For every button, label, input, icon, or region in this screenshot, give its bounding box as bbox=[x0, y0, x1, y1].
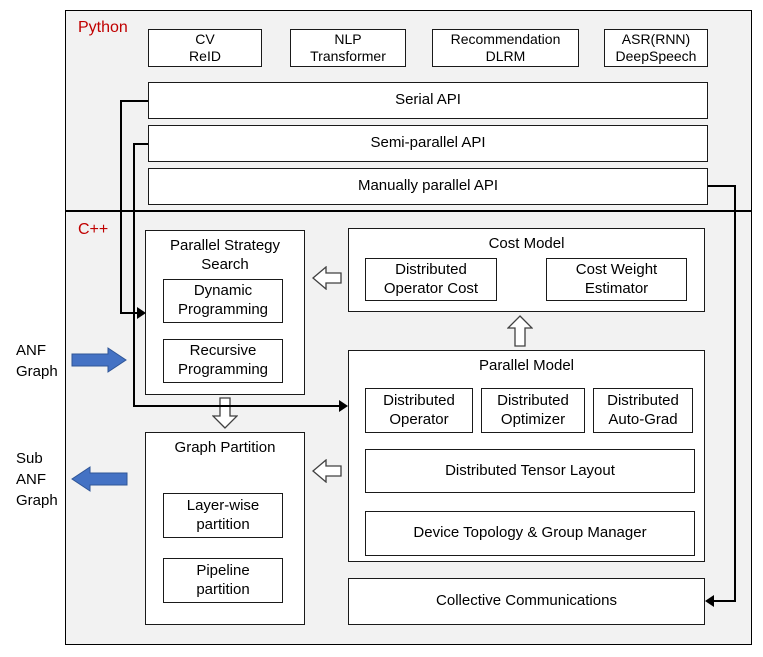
parallel-strategy-search-title: Parallel Strategy Search bbox=[169, 237, 281, 273]
app-box-asr-deepspeech: ASR(RNN) DeepSpeech bbox=[604, 29, 708, 67]
app-box-nlp-transformer: NLP Transformer bbox=[290, 29, 406, 67]
distributed-auto-grad-box: Distributed Auto-Grad bbox=[593, 388, 693, 433]
connector-manually-parallel-h2 bbox=[714, 600, 736, 602]
distributed-optimizer-box: Distributed Optimizer bbox=[481, 388, 585, 433]
app-box-cv-reid: CV ReID bbox=[148, 29, 262, 67]
recursive-programming-box: Recursive Programming bbox=[163, 339, 283, 383]
collective-communications-box: Collective Communications bbox=[348, 578, 705, 625]
pipeline-partition-box: Pipeline partition bbox=[163, 558, 283, 603]
python-section-label: Python bbox=[78, 19, 128, 36]
connector-semi-parallel-h1 bbox=[133, 143, 148, 145]
connector-semi-parallel-arrowhead-icon bbox=[339, 400, 348, 412]
graph-partition-title: Graph Partition bbox=[174, 439, 276, 456]
dynamic-programming-box: Dynamic Programming bbox=[163, 279, 283, 323]
sub-anf-graph-output-arrow-icon bbox=[71, 466, 128, 492]
anf-graph-input-arrow-icon bbox=[71, 347, 127, 373]
hollow-arrow-parallel-model-to-graph-partition-icon bbox=[312, 459, 342, 483]
distributed-tensor-layout-box: Distributed Tensor Layout bbox=[365, 449, 695, 493]
connector-serial-api-arrowhead-icon bbox=[137, 307, 146, 319]
parallel-model-title: Parallel Model bbox=[478, 357, 575, 374]
anf-graph-label: ANF Graph bbox=[16, 342, 58, 380]
app-box-recommendation-dlrm: Recommendation DLRM bbox=[432, 29, 579, 67]
cost-model-title: Cost Model bbox=[488, 235, 565, 252]
device-topology-group-manager-box: Device Topology & Group Manager bbox=[365, 511, 695, 556]
cost-weight-estimator-box: Cost Weight Estimator bbox=[546, 258, 687, 301]
manually-parallel-api-box: Manually parallel API bbox=[148, 168, 708, 205]
distributed-operator-box: Distributed Operator bbox=[365, 388, 473, 433]
connector-semi-parallel-v bbox=[133, 143, 135, 407]
connector-manually-parallel-h1 bbox=[708, 185, 736, 187]
cpp-section-label: C++ bbox=[78, 221, 109, 238]
layer-wise-partition-box: Layer-wise partition bbox=[163, 493, 283, 538]
hollow-arrow-strategy-search-to-graph-partition-icon bbox=[212, 397, 238, 429]
hollow-arrow-parallel-model-to-cost-model-icon bbox=[507, 315, 533, 347]
connector-serial-api-h1 bbox=[120, 100, 148, 102]
connector-serial-api-v bbox=[120, 100, 122, 314]
distributed-operator-cost-box: Distributed Operator Cost bbox=[365, 258, 497, 301]
connector-manually-parallel-v bbox=[734, 185, 736, 602]
connector-manually-parallel-arrowhead-icon bbox=[705, 595, 714, 607]
serial-api-box: Serial API bbox=[148, 82, 708, 119]
sub-anf-graph-label: Sub ANF Graph bbox=[16, 450, 58, 509]
connector-semi-parallel-h2 bbox=[133, 405, 339, 407]
connector-serial-api-h2 bbox=[120, 312, 138, 314]
semi-parallel-api-box: Semi-parallel API bbox=[148, 125, 708, 162]
hollow-arrow-cost-model-to-strategy-search-icon bbox=[312, 266, 342, 290]
